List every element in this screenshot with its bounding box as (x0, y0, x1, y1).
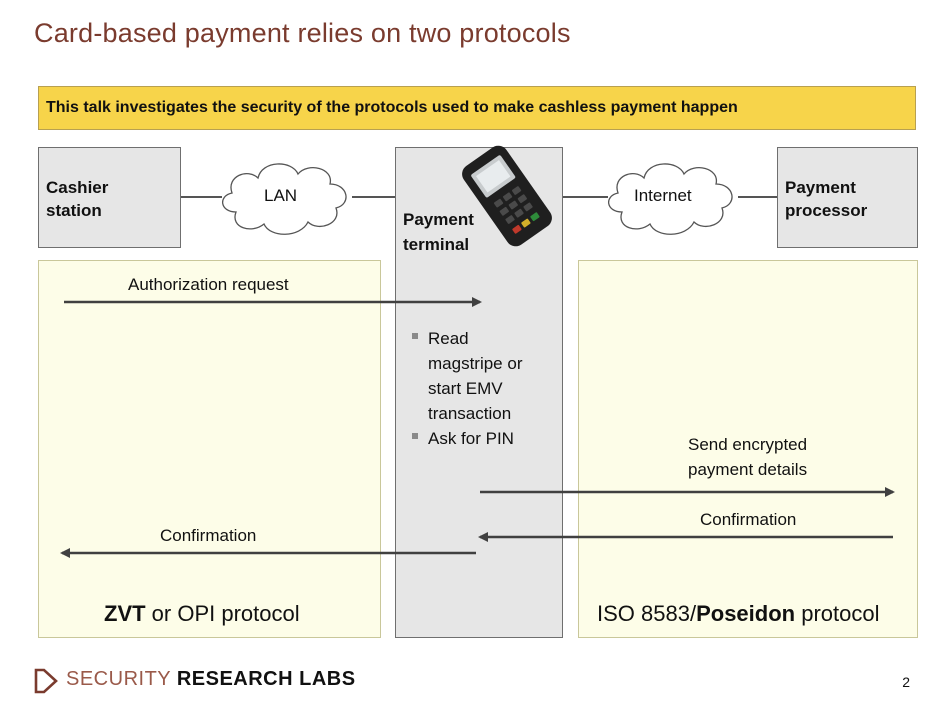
lan-label: LAN (264, 186, 298, 205)
step-pin: Ask for PIN (412, 426, 522, 451)
step-read: Read (412, 326, 522, 351)
processor-label-line1: Payment (785, 178, 856, 197)
cashier-station-box: Cashier station (38, 147, 181, 248)
srlabs-logo: SECURITY RESEARCH LABS (66, 668, 356, 691)
bullet-icon (412, 432, 418, 439)
step-read-cont1: magstripe or (428, 354, 523, 373)
terminal-steps-list: Read magstripe or start EMV transaction … (412, 326, 522, 451)
terminal-label-line2: terminal (403, 235, 470, 254)
cashier-label-line2: station (46, 201, 102, 220)
zvt-protocol-label: ZVT or OPI protocol (104, 601, 300, 627)
iso-protocol-label: ISO 8583/Poseidon protocol (597, 601, 879, 627)
page-number: 2 (902, 674, 910, 690)
logo-security: SECURITY (66, 668, 171, 690)
bullet-icon (412, 332, 418, 339)
step-read-cont2: start EMV (428, 379, 503, 398)
processor-confirmation-label: Confirmation (700, 510, 797, 529)
iso-bold: Poseidon (696, 601, 796, 626)
zvt-panel (38, 260, 381, 638)
logo-research-labs: RESEARCH LABS (176, 668, 356, 690)
zvt-bold: ZVT (104, 601, 146, 626)
cashier-confirmation-label: Confirmation (160, 526, 257, 545)
processor-label-line2: processor (785, 201, 868, 220)
internet-cloud-icon (608, 163, 733, 235)
internet-label: Internet (634, 186, 692, 205)
summary-banner: This talk investigates the security of t… (38, 86, 916, 130)
slide-title: Card-based payment relies on two protoco… (34, 18, 571, 48)
iso-suffix: protocol (795, 601, 880, 626)
srlabs-logo-icon (34, 668, 58, 694)
send-details-label: Send encrypted payment details (688, 432, 807, 482)
step-read-cont3: transaction (428, 404, 512, 423)
terminal-label-line1: Payment (403, 210, 474, 229)
lan-cloud-icon (222, 163, 347, 235)
authorization-request-label: Authorization request (128, 275, 289, 294)
send-details-line1: Send encrypted (688, 435, 808, 454)
zvt-rest: or OPI protocol (145, 601, 300, 626)
iso8583-panel (578, 260, 918, 638)
send-details-line2: payment details (688, 460, 808, 479)
cashier-label-line1: Cashier (46, 178, 109, 197)
terminal-label: Payment terminal (403, 207, 474, 257)
payment-processor-box: Payment processor (777, 147, 918, 248)
iso-prefix: ISO 8583/ (597, 601, 697, 626)
payment-terminal-icon (462, 145, 552, 247)
